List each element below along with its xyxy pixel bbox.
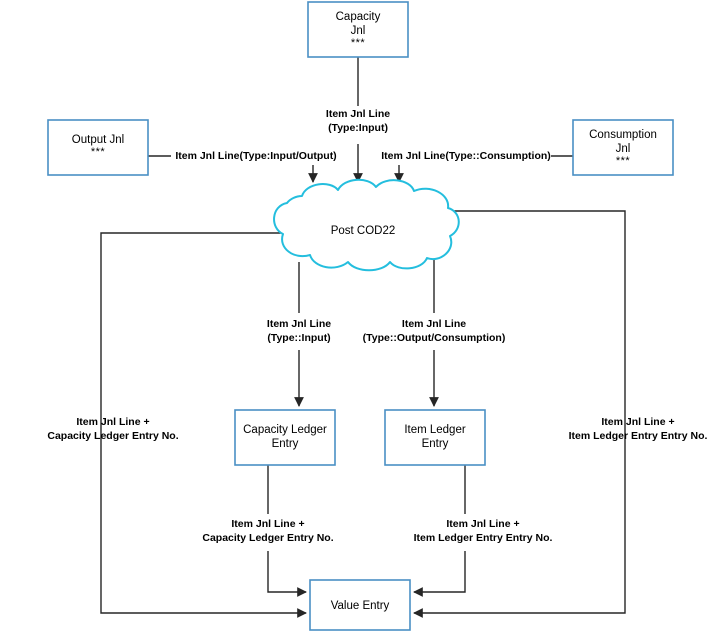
edge-label-left-outer-loop: Item Jnl Line + Capacity Ledger Entry No… xyxy=(47,416,178,442)
edge-label-capacity-ledger-to-value: Item Jnl Line + Capacity Ledger Entry No… xyxy=(202,518,333,544)
node-consumption-jnl[interactable]: Consumption Jnl *** xyxy=(572,119,674,176)
edge-label-cloud-to-item-ledger-line2: (Type::Output/Consumption) xyxy=(363,332,506,344)
edge-label-cloud-to-capacity-ledger: Item Jnl Line (Type::Input) xyxy=(267,318,331,344)
edge-label-consumption-to-cloud: Item Jnl Line(Type::Consumption) xyxy=(381,150,551,162)
item-ledger-entry-box xyxy=(384,409,486,466)
edge-label-cloud-to-capacity-ledger-line1: Item Jnl Line xyxy=(267,318,331,330)
edge-label-cloud-to-item-ledger: Item Jnl Line (Type::Output/Consumption) xyxy=(363,318,506,344)
output-jnl-stars: *** xyxy=(91,146,106,158)
edge-label-left-outer-line2: Capacity Ledger Entry No. xyxy=(47,430,178,442)
edge-label-capacity-to-cloud: Item Jnl Line (Type:Input) xyxy=(326,108,390,134)
value-entry-box xyxy=(309,579,411,631)
node-value-entry[interactable]: Value Entry xyxy=(309,579,411,631)
connector-cloud-left-loop-to-value-entry xyxy=(100,232,307,618)
node-post-cod22[interactable]: Post COD22 xyxy=(273,178,460,272)
connector-cloud-right-loop-to-value-entry xyxy=(413,210,626,618)
value-entry-label: Value Entry xyxy=(331,600,390,612)
node-capacity-jnl[interactable]: Capacity Jnl *** xyxy=(307,1,409,58)
capacity-jnl-box xyxy=(307,1,409,58)
edge-label-right-outer-line2: Item Ledger Entry Entry No. xyxy=(569,430,708,442)
edge-label-output-to-cloud: Item Jnl Line(Type:Input/Output) xyxy=(175,150,336,162)
output-jnl-box xyxy=(47,119,149,176)
edge-label-consumption-to-cloud-line1: Item Jnl Line(Type::Consumption) xyxy=(381,150,551,162)
edge-label-capacity-to-cloud-line2: (Type:Input) xyxy=(328,122,388,134)
edge-label-left-outer-line1: Item Jnl Line + xyxy=(76,416,149,428)
output-jnl-label-line1: Output Jnl xyxy=(72,134,124,146)
node-item-ledger-entry[interactable]: Item Ledger Entry xyxy=(384,409,486,466)
edge-label-right-outer-line1: Item Jnl Line + xyxy=(601,416,674,428)
edge-label-capacity-ledger-to-value-line1: Item Jnl Line + xyxy=(231,518,304,530)
consumption-jnl-box xyxy=(572,119,674,176)
node-output-jnl[interactable]: Output Jnl *** xyxy=(47,119,149,176)
edge-label-item-ledger-to-value-line2: Item Ledger Entry Entry No. xyxy=(414,532,553,544)
consumption-jnl-label-line1: Consumption xyxy=(589,129,657,141)
node-capacity-ledger-entry[interactable]: Capacity Ledger Entry xyxy=(234,409,336,466)
connector-capacity-ledger-to-value-entry xyxy=(267,551,307,597)
edge-label-output-to-cloud-line1: Item Jnl Line(Type:Input/Output) xyxy=(175,150,336,162)
item-ledger-entry-label-line1: Item Ledger xyxy=(404,424,466,436)
capacity-ledger-entry-label-line1: Capacity Ledger xyxy=(243,424,327,436)
item-ledger-entry-label-line2: Entry xyxy=(422,438,449,450)
edge-label-capacity-to-cloud-line1: Item Jnl Line xyxy=(326,108,390,120)
capacity-jnl-stars: *** xyxy=(351,37,366,49)
consumption-jnl-stars: *** xyxy=(616,155,631,167)
capacity-jnl-label-line2: Jnl xyxy=(351,25,366,37)
edge-label-right-outer-loop: Item Jnl Line + Item Ledger Entry Entry … xyxy=(569,416,708,442)
cloud-label: Post COD22 xyxy=(331,225,396,237)
capacity-ledger-entry-label-line2: Entry xyxy=(272,438,299,450)
cloud-shape xyxy=(273,178,460,272)
capacity-jnl-label-line1: Capacity xyxy=(336,11,381,23)
edge-label-capacity-ledger-to-value-line2: Capacity Ledger Entry No. xyxy=(202,532,333,544)
connector-item-ledger-to-value-entry xyxy=(413,551,466,597)
capacity-ledger-entry-box xyxy=(234,409,336,466)
edge-label-cloud-to-item-ledger-line1: Item Jnl Line xyxy=(402,318,466,330)
consumption-jnl-label-line2: Jnl xyxy=(616,143,631,155)
edge-label-item-ledger-to-value-line1: Item Jnl Line + xyxy=(446,518,519,530)
edge-label-item-ledger-to-value: Item Jnl Line + Item Ledger Entry Entry … xyxy=(414,518,553,544)
edge-label-cloud-to-capacity-ledger-line2: (Type::Input) xyxy=(267,332,330,344)
